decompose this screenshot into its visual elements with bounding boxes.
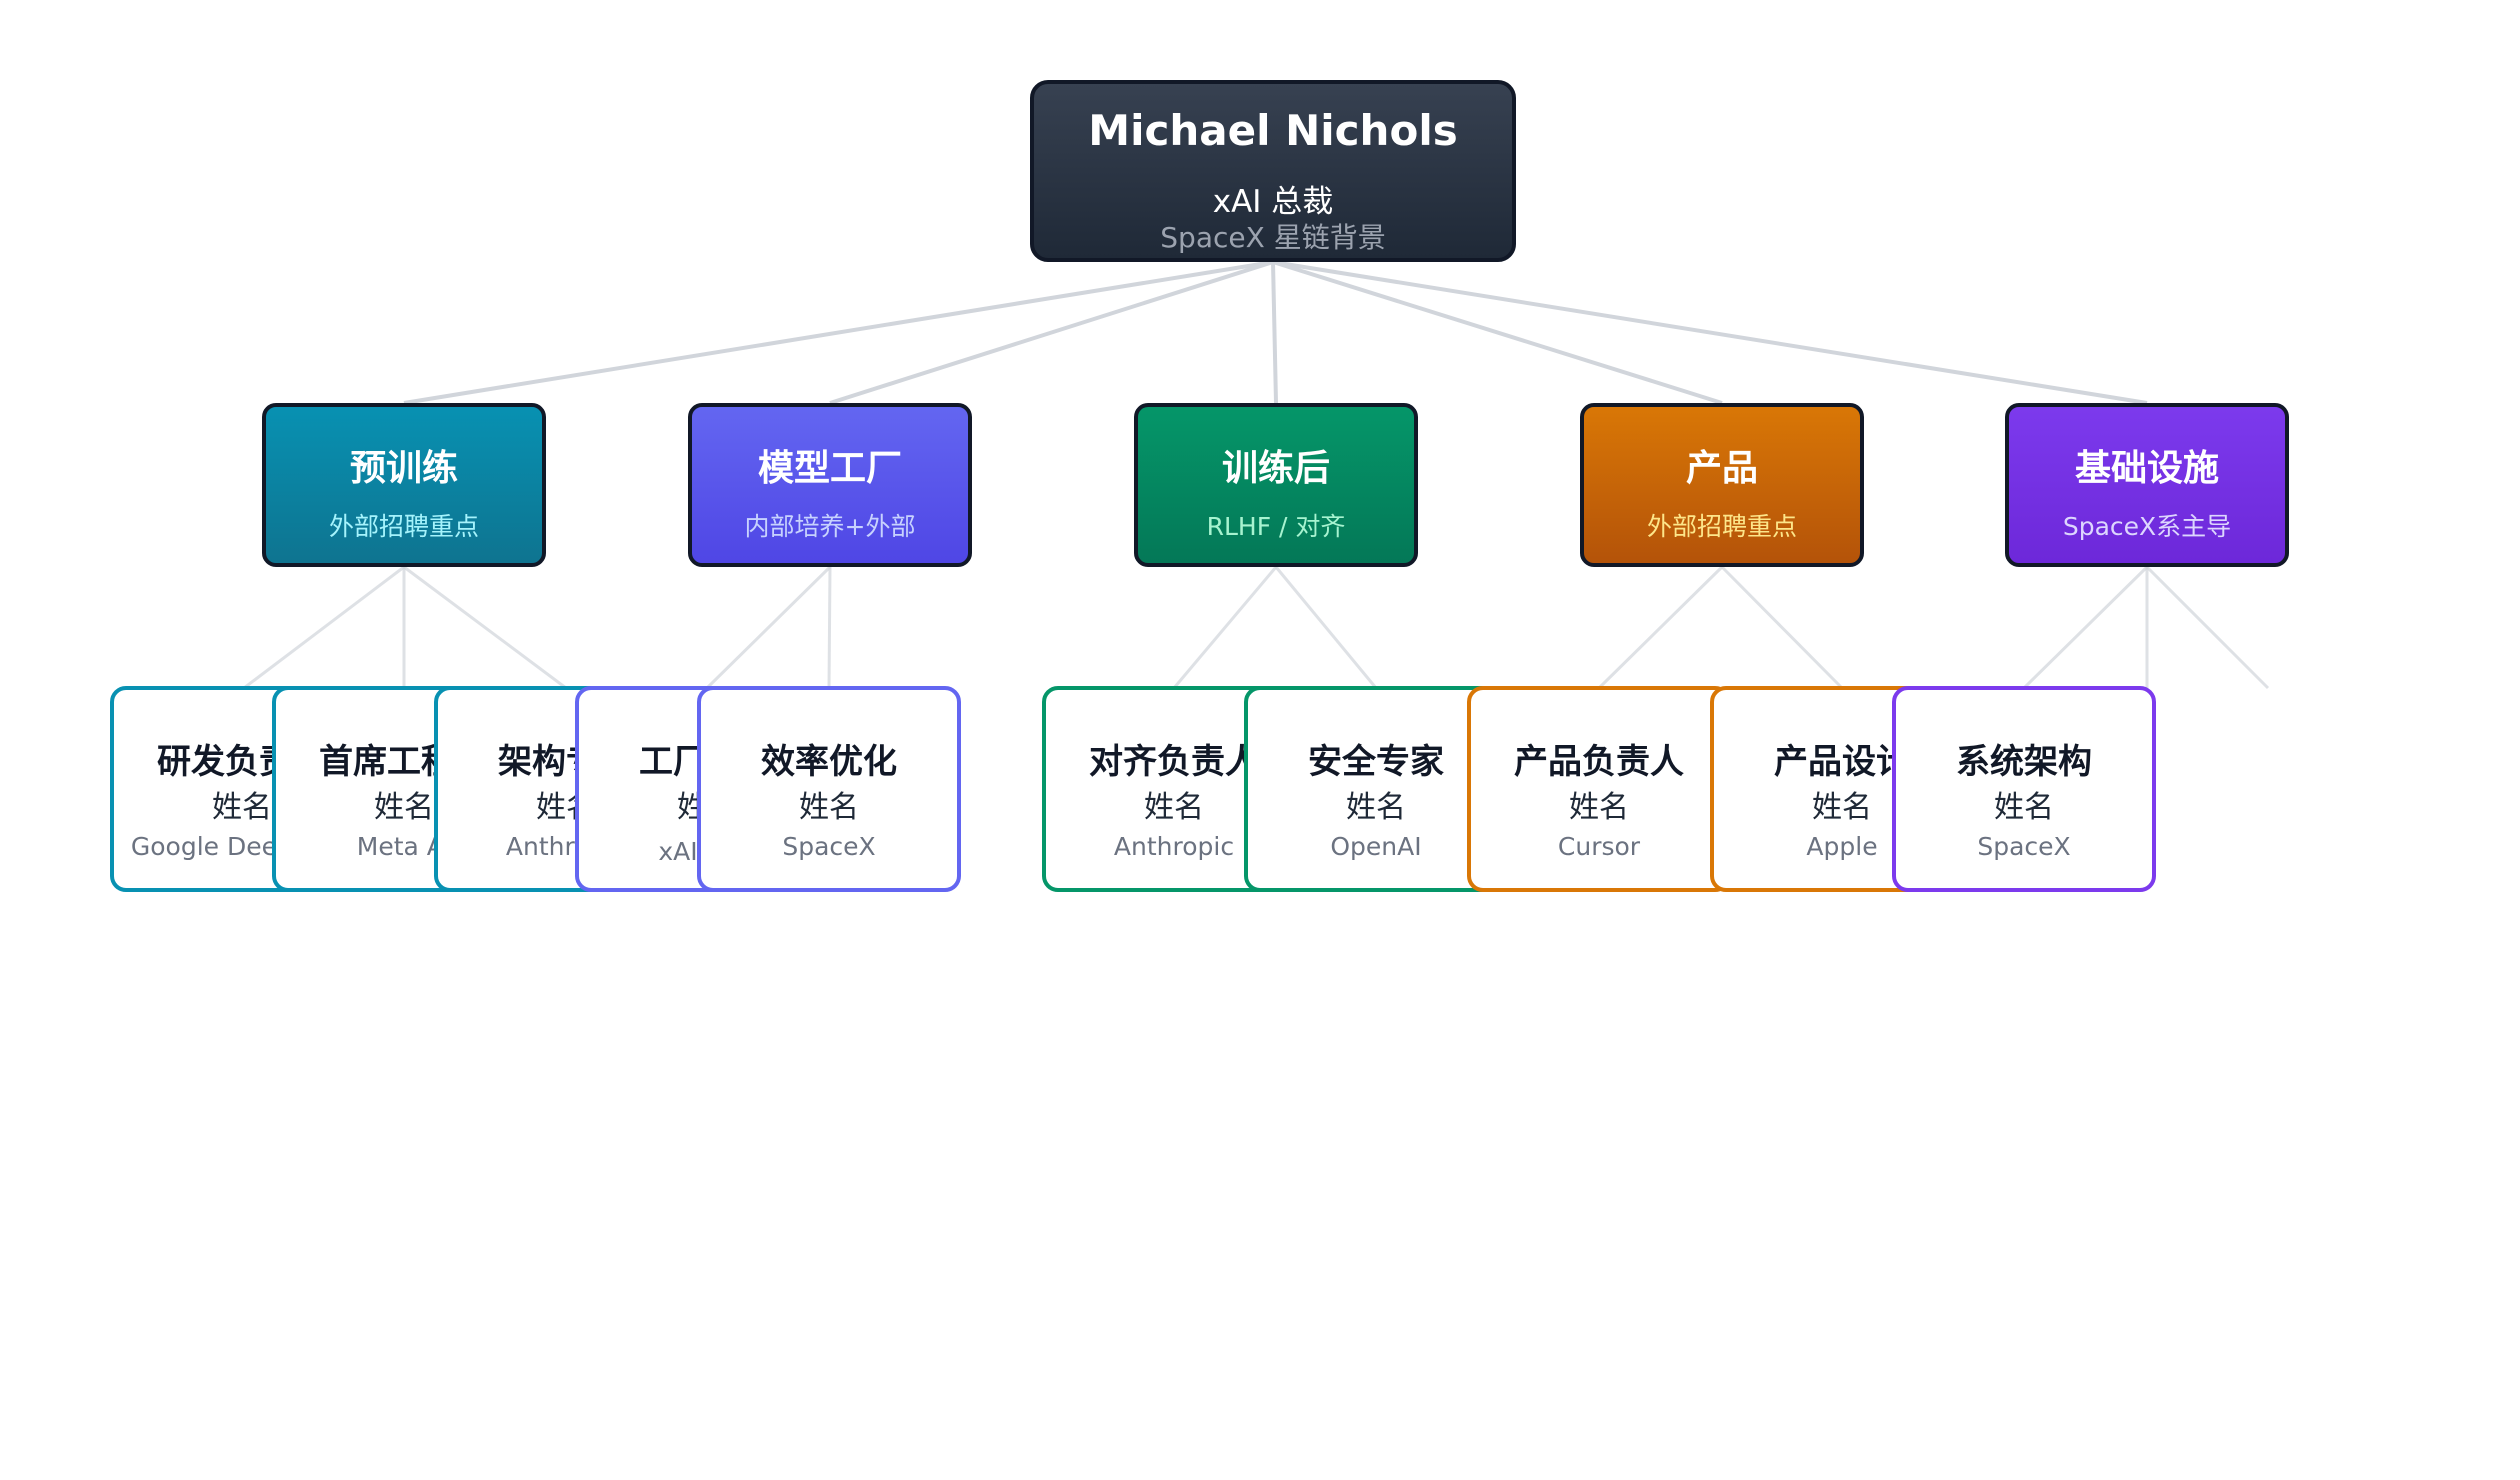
person-role: 对齐负责人 [1089, 742, 1259, 782]
person-card[interactable]: 安全专家 姓名 OpenAI [1244, 686, 1508, 892]
person-name: 姓名 [1144, 790, 1204, 825]
dept-subtitle: SpaceX系主导 [2062, 512, 2232, 541]
dept-node-model-factory[interactable]: 模型工厂 内部培养+外部 [688, 403, 972, 567]
person-name: 姓名 [1346, 790, 1406, 825]
root-dept-connector [1271, 261, 1278, 404]
dept-label: 产品 [1685, 448, 1758, 489]
person-role: 产品设计 [1774, 742, 1910, 782]
person-role: 安全专家 [1308, 742, 1444, 782]
person-name: 姓名 [374, 790, 434, 825]
person-role: 效率优化 [761, 742, 897, 782]
person-card[interactable]: 效率优化 姓名 SpaceX [697, 686, 961, 892]
person-name: 姓名 [1812, 790, 1872, 825]
person-name: 姓名 [799, 790, 859, 825]
person-card[interactable]: 产品负责人 姓名 Cursor [1467, 686, 1731, 892]
dept-node-infrastructure[interactable]: 基础设施 SpaceX系主导 [2005, 403, 2289, 567]
person-org: OpenAI [1330, 832, 1422, 861]
dept-subtitle: 外部招聘重点 [328, 512, 479, 541]
person-org: Apple [1806, 832, 1878, 861]
dept-subtitle: 内部培养+外部 [744, 512, 916, 541]
person-name: 姓名 [1569, 790, 1629, 825]
person-role: 产品负责人 [1514, 742, 1684, 782]
dept-node-product[interactable]: 产品 外部招聘重点 [1580, 403, 1864, 567]
dept-node-pretraining[interactable]: 预训练 外部招聘重点 [262, 403, 546, 567]
dept-label: 模型工厂 [757, 448, 902, 489]
root-background: SpaceX 星链背景 [1160, 221, 1386, 254]
person-org: SpaceX [1977, 832, 2071, 861]
dept-person-connector [1172, 566, 1278, 689]
dept-subtitle: RLHF / 对齐 [1206, 512, 1346, 541]
dept-person-connector [2145, 565, 2270, 690]
root-dept-connector [829, 260, 1274, 405]
dept-label: 预训练 [349, 448, 458, 489]
dept-person-connector [403, 565, 567, 690]
root-dept-connector [1272, 260, 1723, 405]
person-role: 系统架构 [1956, 742, 2092, 782]
dept-subtitle: 外部招聘重点 [1646, 512, 1797, 541]
person-org: Cursor [1557, 832, 1641, 861]
person-name: 姓名 [1994, 790, 2054, 825]
person-name: 姓名 [212, 790, 272, 825]
dept-person-connector [1274, 566, 1378, 689]
root-title: xAI 总裁 [1212, 184, 1334, 220]
root-dept-connector [1272, 260, 2148, 405]
dept-node-post-training[interactable]: 训练后 RLHF / 对齐 [1134, 403, 1418, 567]
root-name: Michael Nichols [1088, 106, 1458, 155]
dept-label: 训练后 [1221, 448, 1330, 489]
root-dept-connector [403, 260, 1274, 405]
root-node[interactable]: Michael Nichols xAI 总裁 SpaceX 星链背景 [1030, 80, 1516, 262]
dept-person-connector [827, 566, 832, 689]
dept-label: 基础设施 [2074, 448, 2219, 489]
dept-person-connector [2022, 565, 2149, 690]
person-org: Anthropic [1113, 832, 1235, 861]
dept-person-connector [705, 565, 832, 690]
dept-person-connector [1720, 565, 1844, 690]
person-card[interactable]: 系统架构 姓名 SpaceX [1892, 686, 2156, 892]
dept-person-connector [243, 565, 405, 690]
person-org: SpaceX [782, 832, 876, 861]
dept-person-connector [1597, 565, 1724, 690]
